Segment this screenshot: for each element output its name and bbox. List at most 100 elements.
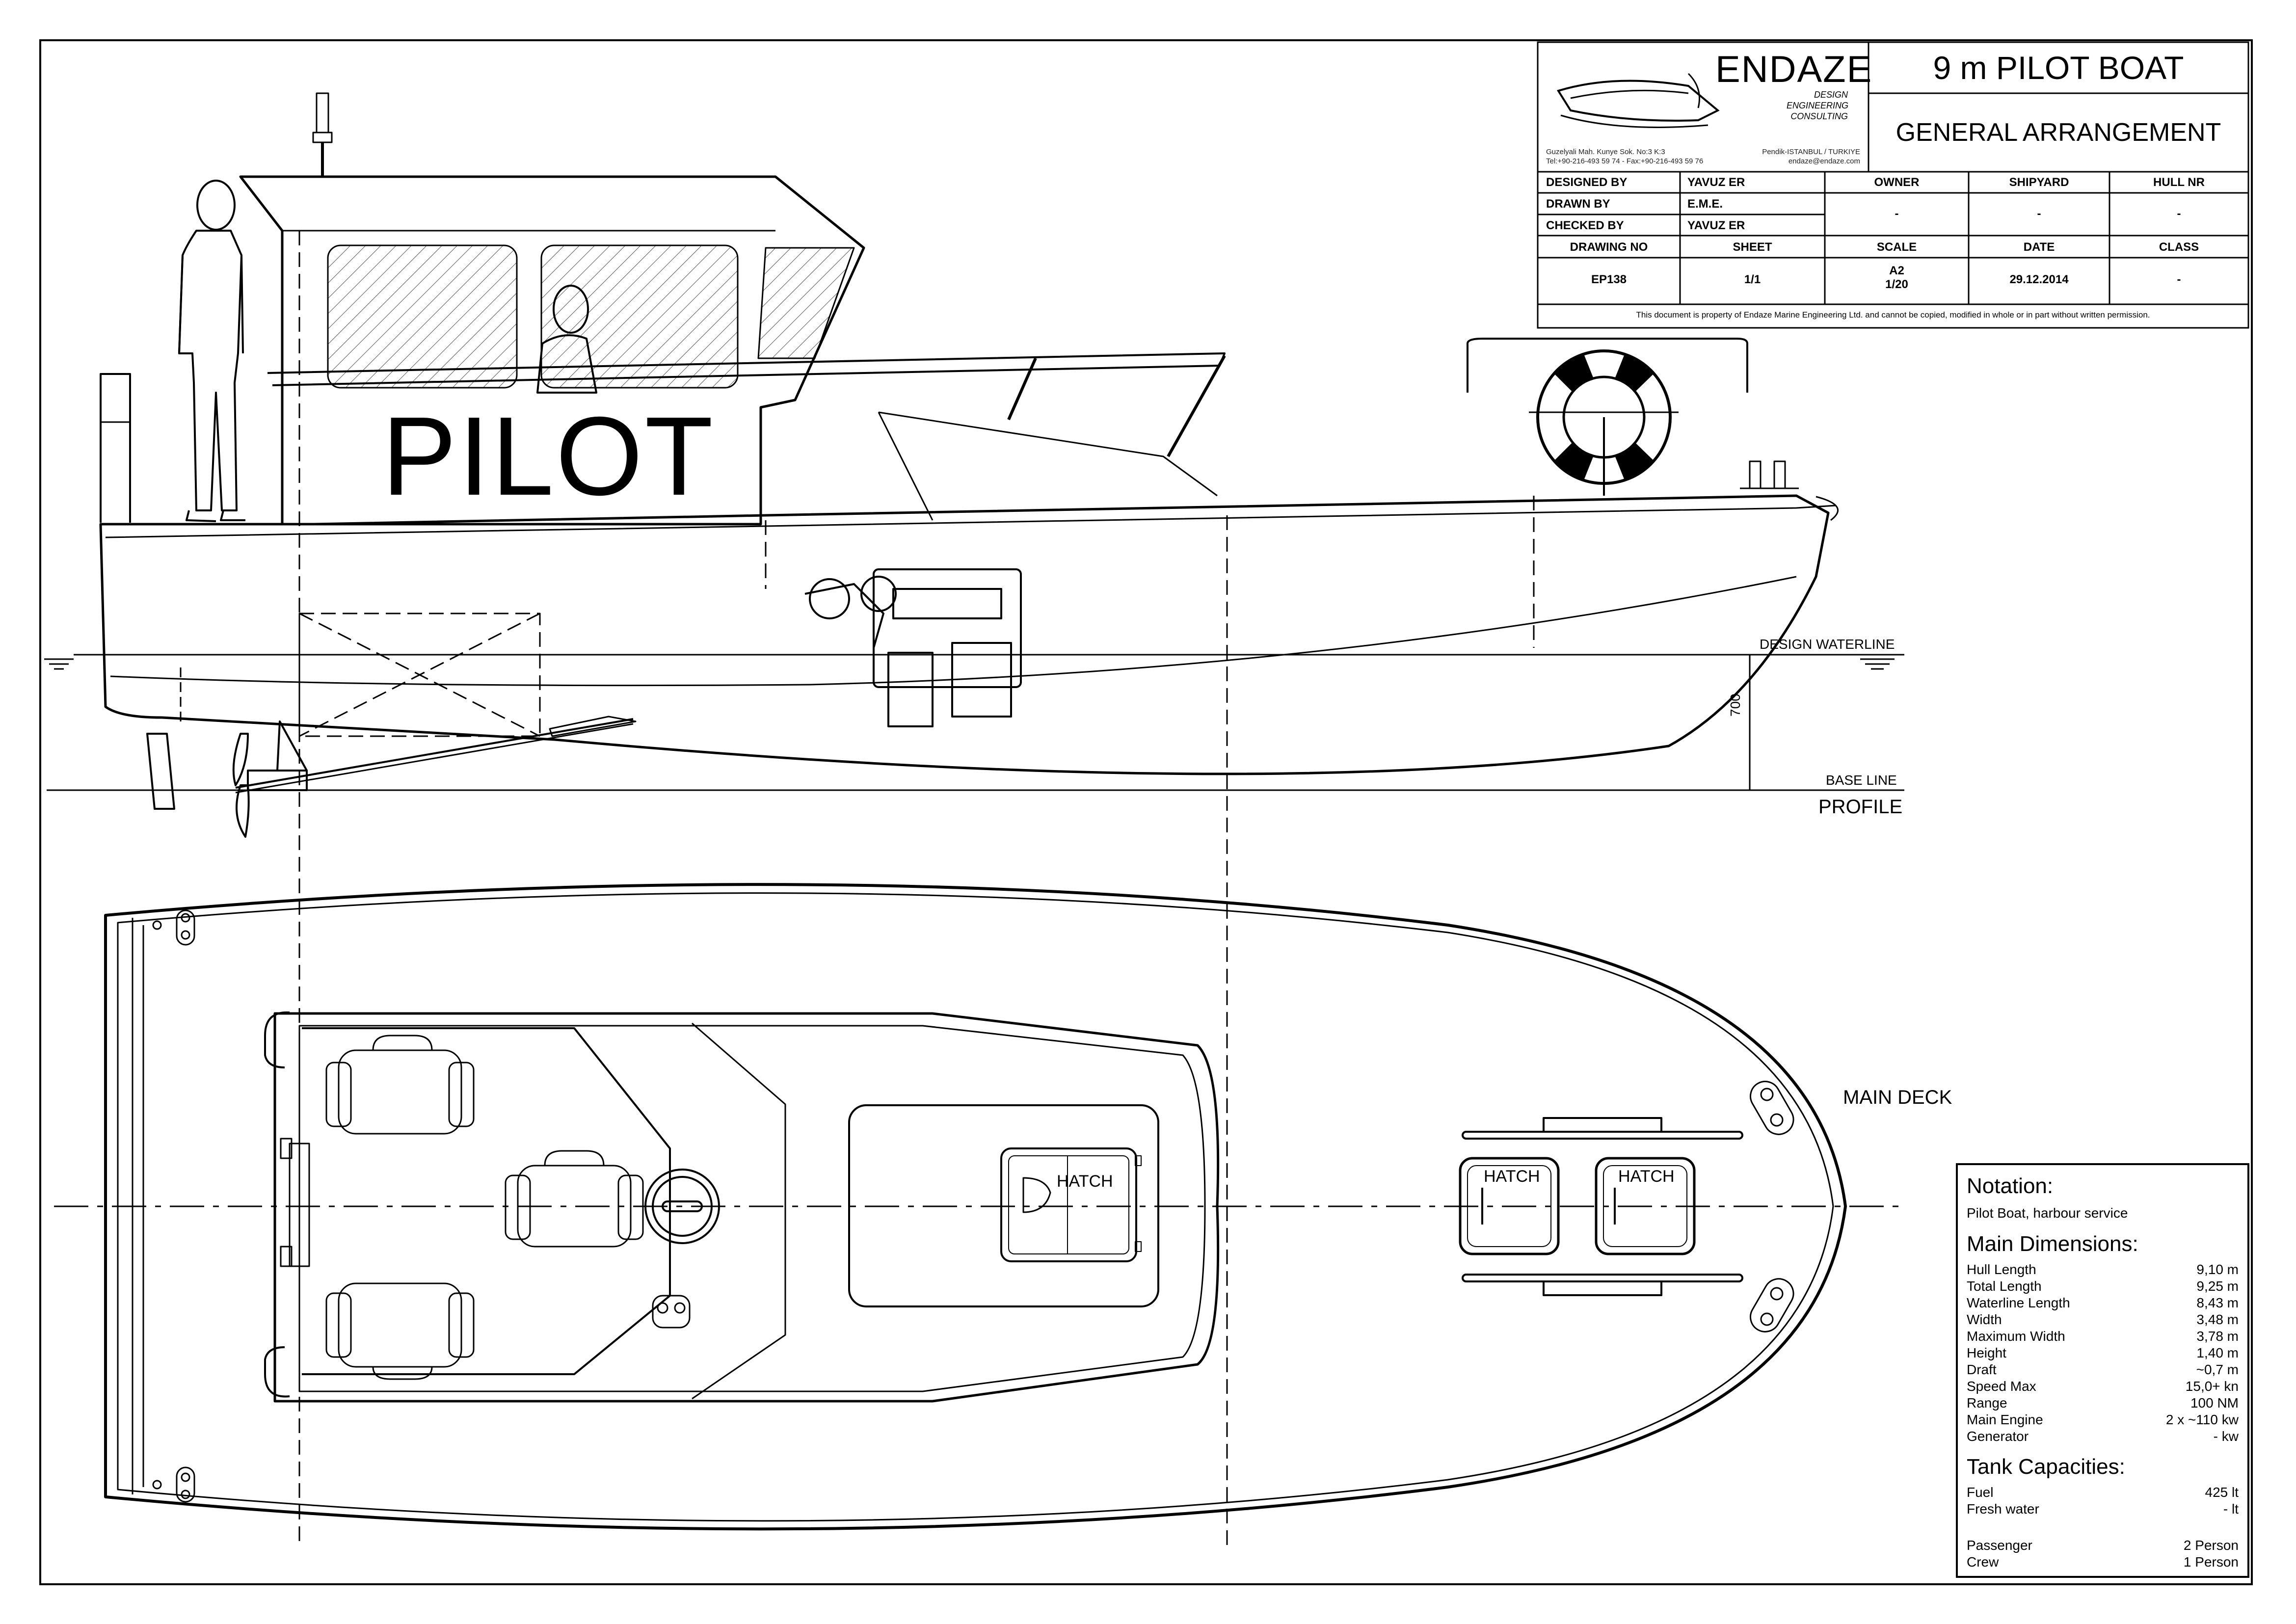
draft-dimension-label: 700 bbox=[1728, 693, 1743, 717]
foredeck-hatch-2-label: HATCH bbox=[1618, 1167, 1675, 1186]
life-ring bbox=[1467, 338, 1748, 496]
notation-heading: Notation: bbox=[1967, 1174, 2054, 1198]
checked-by-value: YAVUZ ER bbox=[1687, 219, 1745, 232]
hidden-lines bbox=[298, 231, 1535, 1546]
owner-label: OWNER bbox=[1874, 176, 1920, 189]
bow-fender bbox=[1815, 496, 1839, 521]
profile-view-label: PROFILE bbox=[1818, 796, 1903, 818]
engine bbox=[804, 568, 1022, 727]
seat-center bbox=[505, 1150, 644, 1248]
date-label: DATE bbox=[2023, 240, 2055, 254]
main-dimensions-heading: Main Dimensions: bbox=[1967, 1232, 2138, 1256]
title-block-grid bbox=[1537, 41, 2249, 329]
hull-lettering: PILOT bbox=[382, 394, 715, 519]
cabin-hatch-label: HATCH bbox=[1057, 1172, 1113, 1191]
profile-view bbox=[44, 92, 1904, 1546]
hull-outline bbox=[99, 494, 1830, 775]
propeller bbox=[232, 720, 308, 838]
company-address-left: Guzelyali Mah. Kunye Sok. No:3 K:3 Tel:+… bbox=[1546, 148, 1704, 165]
shipyard-label: SHIPYARD bbox=[2009, 176, 2069, 189]
checked-by-label: CHECKED BY bbox=[1546, 219, 1624, 232]
notation-description: Pilot Boat, harbour service bbox=[1967, 1205, 2128, 1221]
owner-value: - bbox=[1895, 207, 1899, 220]
designed-by-value: YAVUZ ER bbox=[1687, 176, 1745, 189]
wheelhouse-window-2 bbox=[540, 244, 739, 389]
base-line-label: BASE LINE bbox=[1826, 772, 1897, 788]
tank-row: Fresh water- lt bbox=[1967, 1501, 2239, 1517]
mast-light bbox=[316, 92, 329, 133]
bow-cleat bbox=[1740, 460, 1799, 489]
hull-nr-label: HULL NR bbox=[2153, 176, 2205, 189]
notation-panel: Notation: Pilot Boat, harbour service Ma… bbox=[1956, 1163, 2249, 1578]
shipyard-value: - bbox=[2037, 207, 2041, 220]
cabin-hatch bbox=[1000, 1147, 1142, 1262]
design-waterline-label: DESIGN WATERLINE bbox=[1760, 637, 1895, 652]
foredeck-handrails bbox=[1462, 1117, 1743, 1296]
copyright-notice: This document is property of Endaze Mari… bbox=[1636, 310, 2150, 319]
seated-person-figure bbox=[536, 285, 597, 394]
rudder bbox=[146, 733, 175, 810]
prop-shaft bbox=[235, 718, 634, 789]
aft-rail bbox=[100, 373, 131, 523]
drawn-by-label: DRAWN BY bbox=[1546, 197, 1610, 211]
class-label: CLASS bbox=[2159, 240, 2199, 254]
main-deck-view bbox=[54, 883, 1904, 1531]
cockpit-coaming bbox=[273, 1012, 1220, 1403]
scale-paper: A2 bbox=[1889, 264, 1904, 277]
dimension-row: Generator- kw bbox=[1967, 1429, 2239, 1444]
waterline-symbol-left bbox=[44, 658, 74, 670]
wheelhouse-window-1 bbox=[327, 244, 518, 389]
foredeck-hatch-1-label: HATCH bbox=[1484, 1167, 1540, 1186]
dimension-row: Draft~0,7 m bbox=[1967, 1362, 2239, 1377]
windscreen bbox=[757, 247, 855, 359]
company-tagline: DESIGN ENGINEERING CONSULTING bbox=[1787, 90, 1849, 121]
scale-label: SCALE bbox=[1876, 240, 1917, 254]
drawing-title: 9 m PILOT BOAT bbox=[1933, 50, 2184, 86]
drawing-no-value: EP138 bbox=[1591, 273, 1627, 286]
seat-aft-starboard bbox=[325, 1282, 475, 1380]
company-name: ENDAZE bbox=[1715, 49, 1873, 90]
date-value: 29.12.2014 bbox=[2009, 273, 2069, 286]
sheer-line bbox=[105, 505, 1836, 538]
main-deck-view-label: MAIN DECK bbox=[1843, 1087, 1952, 1108]
deck-inner-line bbox=[117, 892, 1834, 1522]
seat-aft-port bbox=[325, 1035, 475, 1135]
scale-ratio: 1/20 bbox=[1885, 278, 1908, 291]
designed-by-label: DESIGNED BY bbox=[1546, 176, 1628, 189]
sheet-label: SHEET bbox=[1733, 240, 1772, 254]
class-value: - bbox=[2177, 273, 2181, 286]
waterline-symbol-right bbox=[1860, 658, 1895, 670]
deck-cleats bbox=[152, 909, 1794, 1503]
sheet-border bbox=[39, 39, 2253, 1585]
throttle-control bbox=[652, 1295, 691, 1329]
endaze-logo bbox=[1556, 73, 1720, 128]
drawing-subtitle: GENERAL ARRANGEMENT bbox=[1896, 118, 2221, 147]
tank-capacities-heading: Tank Capacities: bbox=[1967, 1455, 2125, 1479]
company-address-right: Pendik-ISTANBUL / TURKIYE endaze@endaze.… bbox=[1762, 148, 1860, 165]
deck-outline bbox=[104, 883, 1847, 1531]
sheet-value: 1/1 bbox=[1744, 273, 1761, 286]
drawn-by-value: E.M.E. bbox=[1687, 197, 1723, 211]
chine-line bbox=[110, 576, 1797, 687]
hull-nr-value: - bbox=[2177, 207, 2181, 220]
wheelhouse-outline bbox=[239, 175, 865, 526]
drawing-no-label: DRAWING NO bbox=[1570, 240, 1648, 254]
standing-person-figure bbox=[178, 180, 245, 522]
